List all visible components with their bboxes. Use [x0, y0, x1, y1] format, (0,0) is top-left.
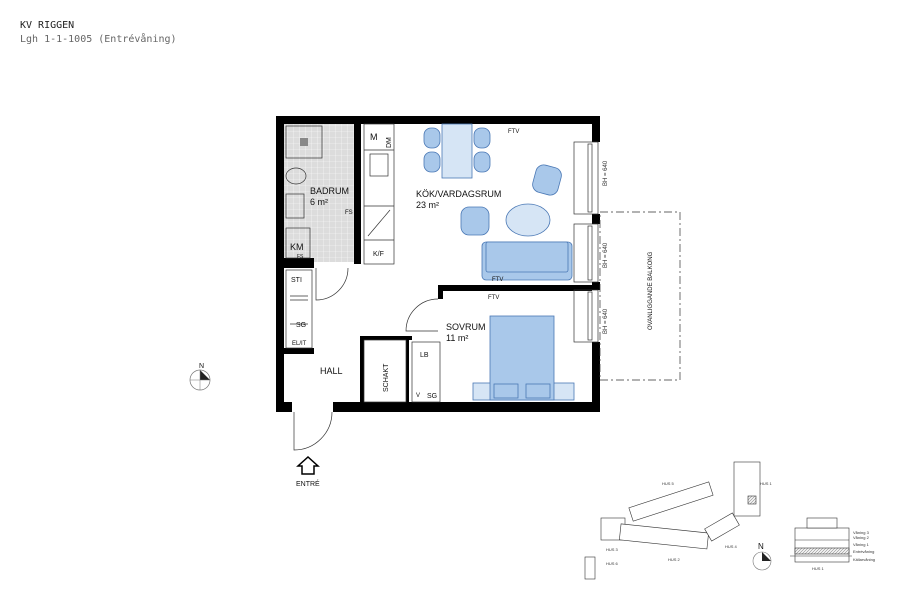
sg-label: SG [296, 322, 306, 329]
entry-door[interactable] [293, 411, 333, 451]
furniture-living [423, 123, 573, 281]
window-height-2: BH = 640 [603, 242, 609, 268]
kitchen-living-name: KÖK/VARDAGSRUM [416, 189, 501, 199]
compass-north-label: N [199, 363, 204, 370]
balcony-outline [599, 211, 681, 381]
site-compass-icon [752, 551, 772, 571]
entry-arrow-icon [296, 455, 320, 475]
bedroom-wardrobe [411, 341, 441, 403]
site-label: HUS 2 [668, 557, 681, 562]
site-label: HUS 5 [662, 481, 675, 486]
apartment-id: Lgh 1-1-1005 (Entrévåning) [20, 34, 177, 45]
walls [276, 116, 600, 412]
section-label: HUS 1 [812, 566, 825, 571]
shaft-label: SCHAKT [383, 363, 390, 392]
site-label: HUS 1 [760, 481, 773, 486]
lb-label: LB [420, 352, 429, 359]
v-label: V [416, 393, 420, 399]
window-height-3: BH = 640 [603, 308, 609, 334]
site-plan [584, 461, 852, 580]
entrance-label: ENTRÉ [296, 479, 320, 488]
m-label: M [370, 132, 378, 142]
bathroom-fixtures [285, 125, 323, 259]
sg2-label: SG [427, 393, 437, 400]
floor-label: Källarvåning [853, 557, 875, 562]
windows [573, 141, 599, 343]
elit-label: EL/IT [292, 341, 307, 347]
kitchen-living-area: 23 m² [416, 200, 439, 210]
ftv-label: FTV [492, 277, 503, 283]
shaft [363, 339, 407, 403]
compass-icon [189, 369, 211, 391]
furniture-bedroom [472, 315, 575, 401]
km-label: KM [290, 242, 304, 252]
fs2-label: FS [297, 254, 304, 260]
project-title: KV RIGGEN [20, 20, 75, 31]
site-label: HUS 4 [725, 544, 738, 549]
bedroom-area: 11 m² [446, 333, 468, 343]
window-height-1: BH = 640 [603, 160, 609, 186]
site-compass-north: N [758, 542, 764, 551]
floor-label: Våning 3 [853, 530, 870, 535]
ftv-label: FTV [488, 295, 499, 301]
bedroom-name: SOVRUM [446, 322, 486, 332]
sti-label: STI [291, 277, 302, 284]
kitchen-counter [363, 123, 395, 265]
floor-label-highlighted: Entrévåning [853, 549, 874, 554]
dm-label: DM [386, 137, 393, 148]
bathroom-name: BADRUM [310, 186, 349, 196]
site-label: HUS 3 [606, 547, 619, 552]
fs-label: FS [345, 210, 353, 216]
floor-label: Våning 1 [853, 542, 870, 547]
floor-label: Våning 2 [853, 535, 870, 540]
hall-closet [285, 267, 349, 349]
ftv-label: FTV [508, 129, 519, 135]
kf-label: K/F [373, 251, 384, 258]
site-label: HUS 6 [606, 561, 619, 566]
bedroom-door[interactable] [405, 298, 439, 332]
bathroom-floor [284, 124, 354, 262]
hall-name: HALL [320, 366, 343, 376]
bathroom-area: 6 m² [310, 197, 328, 207]
balcony-label: OVANLIGGANDE BALKONG [648, 251, 654, 330]
